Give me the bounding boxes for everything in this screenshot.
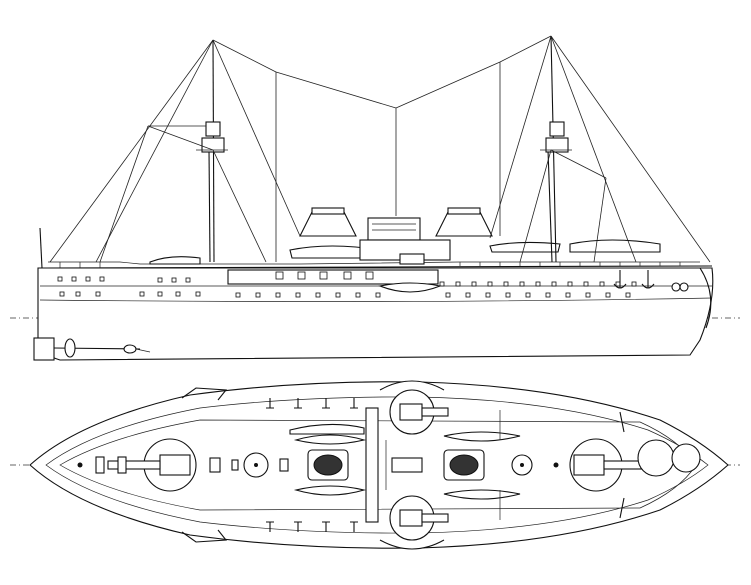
deck-fittings xyxy=(77,410,559,520)
wing-turret-lower xyxy=(379,495,449,550)
rigging xyxy=(49,35,711,263)
rail-line xyxy=(48,261,700,265)
boats-side xyxy=(149,239,661,293)
bridge-structure xyxy=(359,217,451,265)
side-elevation xyxy=(10,35,740,361)
fore-mast xyxy=(540,35,572,263)
funnel-plan-aft xyxy=(307,449,349,481)
bollards xyxy=(266,398,358,532)
fore-turret xyxy=(569,438,655,492)
hull-plan-outline xyxy=(29,381,729,549)
belt-line xyxy=(39,297,713,302)
anchors xyxy=(613,270,689,292)
boats-plan xyxy=(289,423,521,500)
stern-davits xyxy=(181,387,228,543)
deck-plan xyxy=(10,380,740,550)
bow-rings xyxy=(637,439,701,477)
deck-edge-plan xyxy=(45,396,709,534)
bow-davits xyxy=(619,411,625,519)
central-battery xyxy=(227,269,439,285)
funnel-aft xyxy=(299,207,357,237)
mizzen-mast xyxy=(196,39,228,263)
flying-bridge xyxy=(365,407,379,523)
funnel-plan-fore xyxy=(443,449,485,481)
bow-stem xyxy=(699,267,712,329)
aft-turret xyxy=(95,438,197,492)
railing-stanchions xyxy=(59,262,681,268)
portholes-lower xyxy=(59,291,631,298)
rudder-propeller xyxy=(33,337,151,361)
stern-flagstaff xyxy=(39,227,43,269)
upper-deck xyxy=(43,265,713,269)
wing-turret-upper xyxy=(379,380,449,435)
funnel-fore xyxy=(435,207,493,237)
